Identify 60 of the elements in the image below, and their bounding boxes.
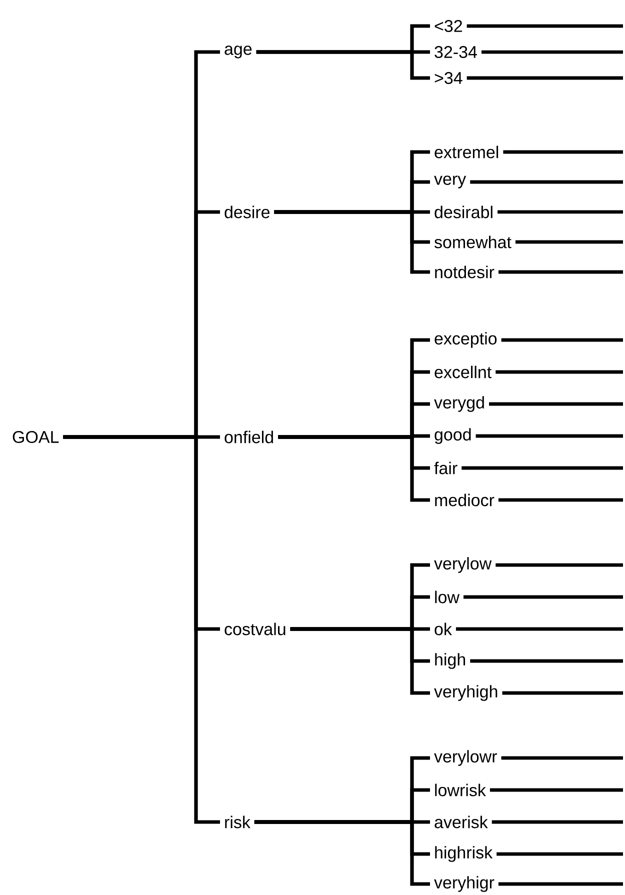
- tree-node-label: <32: [434, 20, 462, 32]
- branch-line: [476, 434, 623, 438]
- tree-connector: [274, 210, 430, 274]
- branch-line: [462, 466, 623, 470]
- branch-line: [470, 659, 623, 663]
- tree-node-label: risk: [225, 816, 250, 828]
- tree-node-label: extremel: [434, 146, 498, 158]
- branch-line: [501, 756, 623, 760]
- branch-line: [490, 788, 623, 792]
- branch-line: [496, 852, 623, 856]
- branch-line: [496, 563, 623, 567]
- tree-connector: [290, 627, 430, 695]
- tree-node-label: 32-34: [434, 46, 477, 58]
- tree-node-label: low: [435, 590, 460, 604]
- tree-node-label: veryhigr: [434, 876, 494, 892]
- tree-node-label: exceptio: [434, 332, 497, 348]
- branch-line: [466, 76, 623, 80]
- branch-line: [492, 820, 623, 824]
- branch-line: [501, 338, 623, 342]
- tree-node-label: costvalu: [224, 622, 286, 636]
- tree-node-label: onfield: [224, 430, 273, 444]
- branch-line: [496, 370, 623, 374]
- tree-node-label: notdesir: [435, 266, 494, 278]
- branch-line: [464, 595, 623, 599]
- tree-node-label: age: [224, 46, 252, 58]
- tree-node-label: lowrisk: [435, 784, 486, 796]
- tree-node-label: >34: [434, 72, 462, 84]
- tree-node-label: mediocr: [435, 494, 494, 506]
- branch-line: [466, 24, 623, 28]
- tree-node-label: fair: [434, 462, 458, 474]
- tree-node-label: good: [434, 428, 471, 444]
- tree-node-label: veryhigh: [434, 685, 498, 701]
- tree-node-label: excellnt: [434, 366, 492, 378]
- branch-line: [503, 150, 623, 154]
- branch-line: [498, 498, 623, 502]
- branch-line: [498, 210, 623, 214]
- tree-node-label: verylow: [434, 557, 492, 573]
- tree-node-label: high: [435, 653, 466, 669]
- branch-line: [515, 240, 623, 244]
- branch-line: [489, 402, 623, 406]
- branch-line: [481, 50, 623, 54]
- tree-node-label: GOAL: [12, 430, 59, 444]
- tree-node-label: verygd: [434, 396, 484, 412]
- tree-connector: [63, 435, 220, 824]
- tree-node-label: highrisk: [435, 846, 493, 862]
- branch-line: [502, 691, 623, 695]
- tree-connector: [254, 820, 430, 886]
- tree-node-label: very: [434, 176, 466, 188]
- tree-connector: [256, 50, 430, 80]
- tree-node-label: desirabl: [434, 206, 492, 218]
- branch-line: [498, 270, 623, 274]
- tree-connector: [278, 435, 430, 502]
- branch-line: [498, 882, 623, 886]
- tree-node-label: verylowr: [434, 750, 497, 766]
- tree-node-label: desire: [224, 206, 270, 218]
- branch-line: [470, 180, 623, 184]
- branch-line: [456, 627, 623, 631]
- tree-node-label: ok: [434, 622, 452, 636]
- tree-node-label: somewhat: [434, 236, 512, 248]
- tree-node-label: averisk: [434, 816, 488, 828]
